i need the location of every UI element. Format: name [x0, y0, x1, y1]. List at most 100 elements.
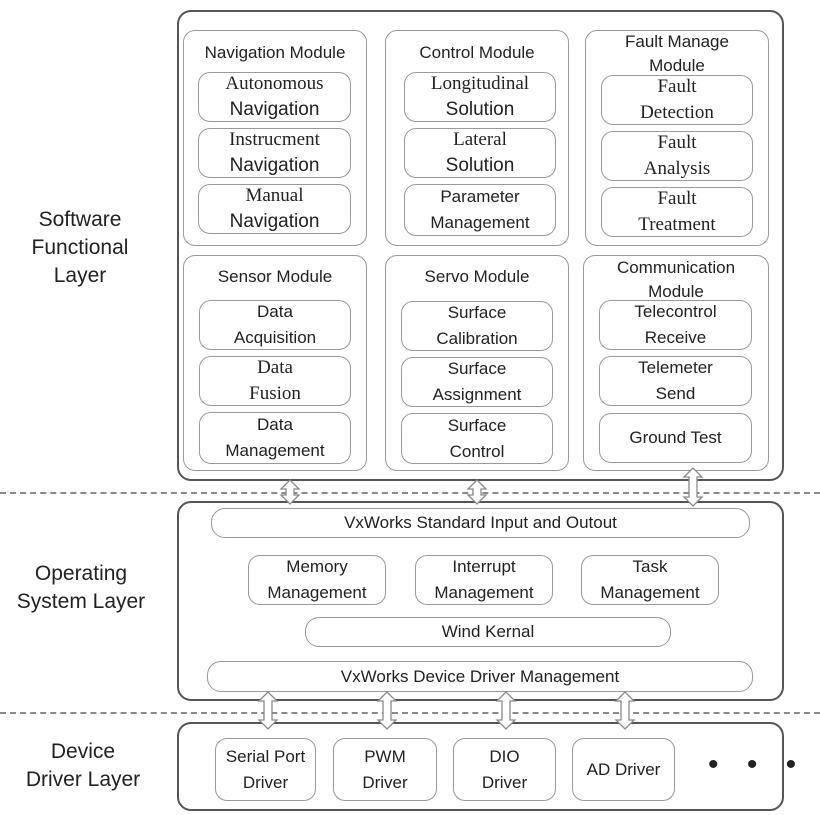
- instrument-navigation-line1: Instrucment: [229, 129, 320, 150]
- fault-treatment-box: Fault Treatment: [601, 187, 753, 237]
- data-acquisition-line1: Data: [257, 302, 293, 321]
- fault-treatment-line2: Treatment: [638, 214, 716, 235]
- device-layer-label: Device Driver Layer: [5, 738, 161, 794]
- telecontrol-receive-box: Telecontrol Receive: [599, 300, 752, 350]
- data-fusion-line2: Fusion: [249, 383, 301, 404]
- instrument-navigation-box: Instrucment Navigation: [198, 128, 351, 178]
- surface-assignment-line2: Assignment: [432, 385, 522, 404]
- manual-navigation-line1: Manual: [245, 185, 304, 206]
- longitudinal-solution-box: Longitudinal Solution: [404, 72, 556, 122]
- fault-analysis-box: Fault Analysis: [601, 131, 753, 181]
- software-label-line3: Layer: [53, 264, 107, 287]
- ad-driver-label: AD Driver: [586, 759, 661, 779]
- software-layer-label: Software Functional Layer: [10, 206, 150, 290]
- data-acquisition-line2: Acquisition: [233, 328, 317, 347]
- pwm-driver-line2: Driver: [362, 772, 408, 792]
- software-label-line1: Software: [38, 208, 122, 231]
- data-management-line2: Management: [225, 441, 325, 460]
- task-management-line2: Management: [600, 583, 700, 602]
- instrument-navigation-line2: Navigation: [229, 155, 320, 176]
- dio-driver-box: DIO Driver: [453, 738, 556, 801]
- sensor-module-title: Sensor Module: [217, 267, 333, 286]
- arrow-software-os-3: [682, 467, 704, 507]
- data-management-line1: Data: [257, 415, 293, 434]
- data-management-box: Data Management: [199, 412, 351, 464]
- dio-driver-line1: DIO: [489, 746, 520, 766]
- serial-port-driver-line1: Serial Port: [225, 746, 306, 766]
- os-layer-label: Operating System Layer: [0, 560, 162, 616]
- lateral-solution-line1: Lateral: [453, 129, 507, 150]
- fault-detection-line2: Detection: [640, 102, 714, 123]
- fault-detection-line1: Fault: [657, 76, 697, 97]
- device-driver-management-bar: VxWorks Device Driver Management: [207, 661, 753, 692]
- data-fusion-line1: Data: [257, 357, 293, 378]
- device-label-line1: Device: [50, 740, 116, 763]
- manual-navigation-box: Manual Navigation: [198, 184, 351, 234]
- interrupt-management-line2: Management: [434, 583, 534, 602]
- parameter-management-line2: Management: [430, 213, 530, 232]
- surface-assignment-box: Surface Assignment: [401, 357, 553, 407]
- communication-module-title-line2: Module: [648, 282, 704, 301]
- arrow-os-device-2: [376, 691, 398, 730]
- ground-test-label: Ground Test: [629, 428, 722, 447]
- telemeter-send-line1: Telemeter: [638, 358, 713, 377]
- wind-kernel-bar: Wind Kernal: [305, 617, 671, 647]
- manual-navigation-line2: Navigation: [229, 211, 320, 232]
- longitudinal-solution-line1: Longitudinal: [430, 73, 530, 94]
- autonomous-navigation-box: Autonomous Navigation: [198, 72, 351, 122]
- fault-analysis-line1: Fault: [657, 132, 697, 153]
- ground-test-box: Ground Test: [599, 413, 752, 463]
- telemeter-send-box: Telemeter Send: [599, 356, 752, 406]
- pwm-driver-box: PWM Driver: [333, 738, 437, 801]
- arrow-os-device-3: [495, 691, 517, 730]
- navigation-module-title: Navigation Module: [204, 43, 346, 62]
- surface-control-box: Surface Control: [401, 413, 553, 464]
- communication-module-title-line1: Communication: [616, 258, 736, 277]
- surface-assignment-line1: Surface: [447, 359, 507, 378]
- os-label-line2: System Layer: [16, 590, 146, 613]
- task-management-line1: Task: [632, 557, 668, 576]
- fault-detection-box: Fault Detection: [601, 75, 753, 125]
- fault-analysis-line2: Analysis: [643, 158, 711, 179]
- surface-calibration-box: Surface Calibration: [401, 301, 553, 351]
- control-module-title: Control Module: [419, 43, 535, 62]
- autonomous-navigation-line1: Autonomous: [225, 73, 324, 94]
- parameter-management-box: Parameter Management: [404, 184, 556, 236]
- arrow-os-device-4: [614, 691, 636, 730]
- fault-module-title-line1: Fault Manage: [625, 32, 729, 51]
- arrow-software-os-2: [466, 479, 488, 505]
- os-label-line1: Operating: [34, 562, 128, 585]
- serial-port-driver-line2: Driver: [242, 772, 289, 792]
- memory-management-line1: Memory: [286, 557, 348, 576]
- separator-software-os: [0, 492, 820, 494]
- telemeter-send-line2: Send: [655, 384, 696, 403]
- pwm-driver-line1: PWM: [364, 746, 406, 766]
- ad-driver-box: AD Driver: [572, 738, 675, 801]
- dio-driver-line2: Driver: [481, 772, 528, 792]
- parameter-management-line1: Parameter: [440, 187, 520, 206]
- surface-control-line2: Control: [449, 441, 505, 461]
- task-management-box: Task Management: [581, 555, 719, 605]
- fault-treatment-line1: Fault: [657, 188, 697, 209]
- separator-os-device: [0, 712, 820, 714]
- surface-calibration-line2: Calibration: [436, 329, 518, 348]
- more-drivers-ellipsis: • • •: [708, 748, 807, 781]
- arrow-os-device-1: [257, 691, 279, 730]
- interrupt-management-line1: Interrupt: [452, 557, 516, 576]
- software-label-line2: Functional: [31, 236, 129, 259]
- telecontrol-receive-line1: Telecontrol: [634, 302, 717, 321]
- surface-calibration-line1: Surface: [447, 303, 507, 322]
- device-label-line2: Driver Layer: [25, 768, 141, 791]
- servo-module-title: Servo Module: [424, 267, 530, 286]
- lateral-solution-line2: Solution: [445, 155, 515, 176]
- lateral-solution-box: Lateral Solution: [404, 128, 556, 178]
- data-fusion-box: Data Fusion: [199, 356, 351, 406]
- vxworks-io-bar: VxWorks Standard Input and Outout: [211, 508, 750, 538]
- serial-port-driver-box: Serial Port Driver: [215, 738, 316, 801]
- longitudinal-solution-line2: Solution: [445, 99, 515, 120]
- memory-management-line2: Management: [267, 583, 367, 602]
- arrow-software-os-1: [279, 479, 301, 505]
- autonomous-navigation-line2: Navigation: [229, 99, 320, 120]
- telecontrol-receive-line2: Receive: [644, 328, 707, 347]
